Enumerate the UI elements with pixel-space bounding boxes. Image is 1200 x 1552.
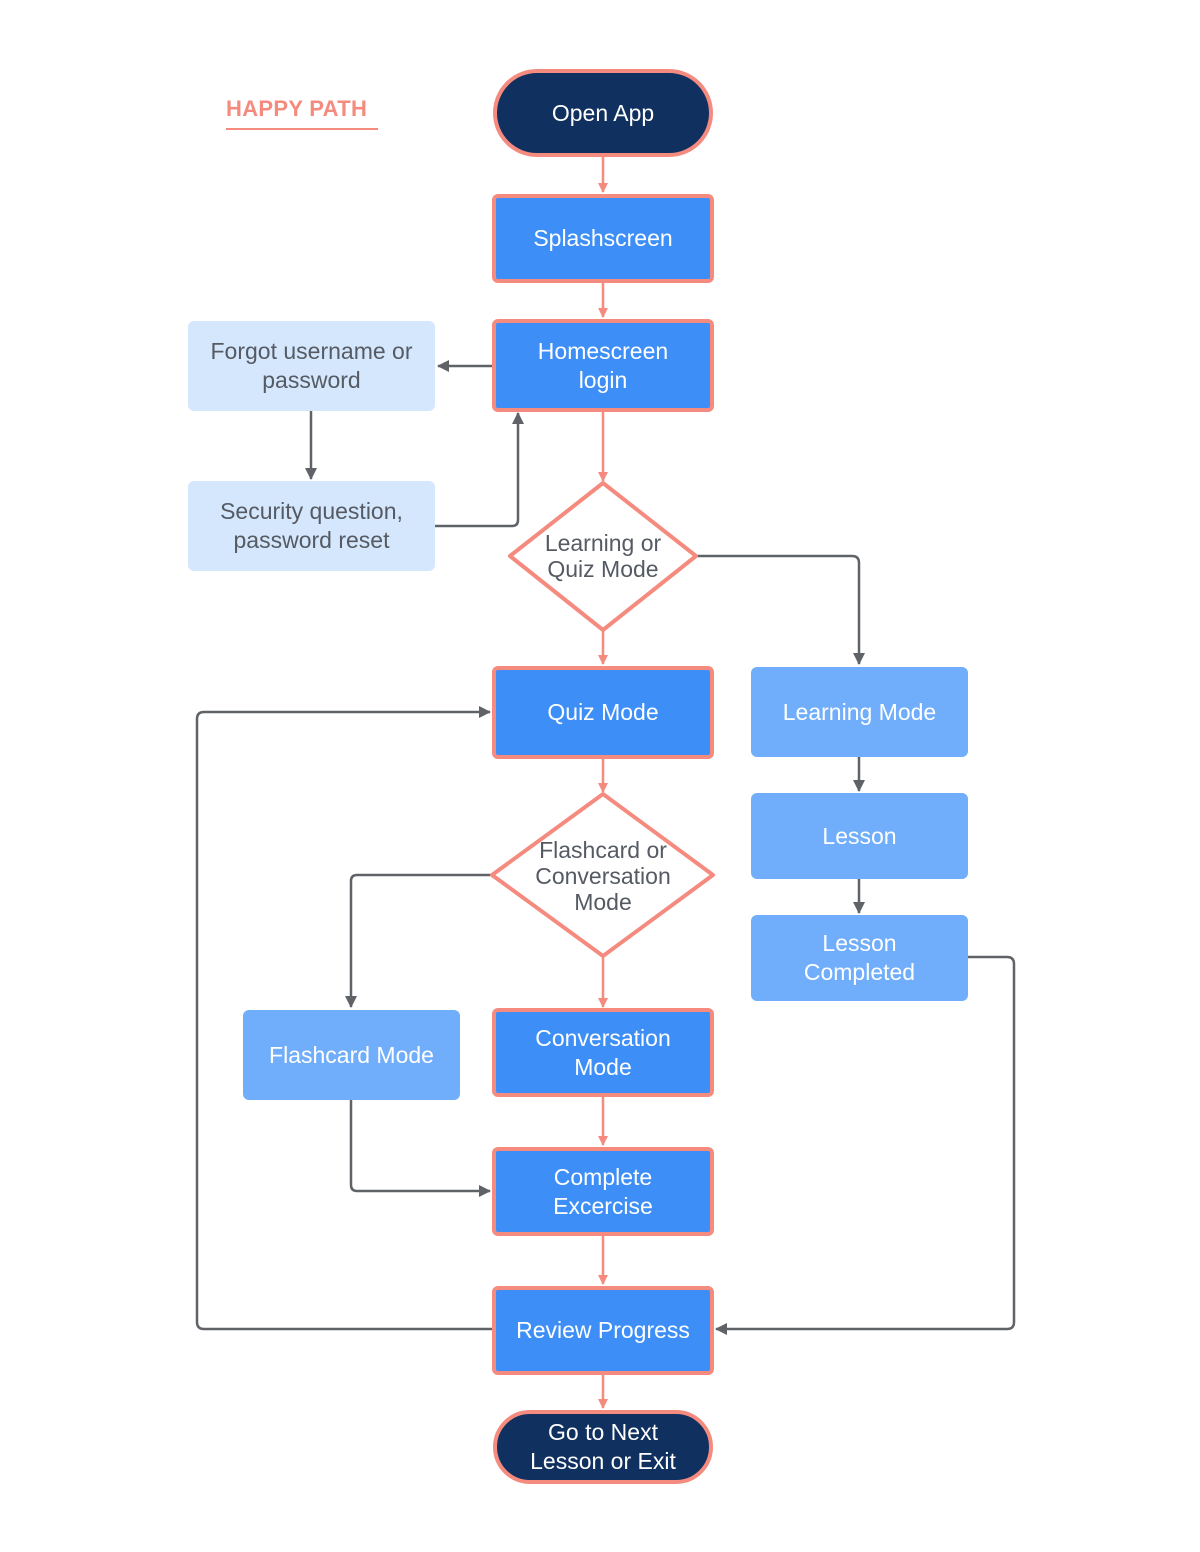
decision-learning-or-quiz-shape bbox=[508, 481, 698, 632]
decision-flashcard-or-conversation-shape bbox=[490, 792, 715, 958]
node-complete-exercise: Complete Excercise bbox=[492, 1147, 714, 1236]
node-learning-mode: Learning Mode bbox=[751, 667, 968, 757]
edge-security-to-home bbox=[435, 412, 524, 528]
node-forgot-credentials: Forgot username or password bbox=[188, 321, 435, 411]
node-splashscreen: Splashscreen bbox=[492, 194, 714, 283]
node-open-app: Open App bbox=[493, 69, 713, 157]
node-homescreen-login: Homescreen login bbox=[492, 319, 714, 412]
node-review-progress: Review Progress bbox=[492, 1286, 714, 1375]
node-quiz-mode: Quiz Mode bbox=[492, 666, 714, 759]
edge-review-to-quiz bbox=[195, 706, 492, 1331]
happy-path-legend-underline bbox=[226, 128, 378, 130]
node-next-or-exit: Go to Next Lesson or Exit bbox=[493, 1410, 713, 1484]
node-flashcard-mode: Flashcard Mode bbox=[243, 1010, 460, 1100]
node-lesson: Lesson bbox=[751, 793, 968, 879]
node-security-question: Security question, password reset bbox=[188, 481, 435, 571]
node-conversation-mode: Conversation Mode bbox=[492, 1008, 714, 1097]
node-learning-or-quiz: Learning or Quiz Mode bbox=[544, 529, 662, 582]
node-lesson-completed: Lesson Completed bbox=[751, 915, 968, 1001]
edge-decision1-to-learning bbox=[696, 554, 865, 665]
edge-decision2-to-flashcard bbox=[345, 873, 492, 1008]
happy-path-legend: HAPPY PATH bbox=[226, 96, 368, 121]
edge-completed-to-review bbox=[715, 955, 1016, 1335]
edge-flashcard-to-complete bbox=[349, 1100, 491, 1197]
node-flashcard-or-conversation: Flashcard or Conversation Mode bbox=[535, 836, 671, 916]
